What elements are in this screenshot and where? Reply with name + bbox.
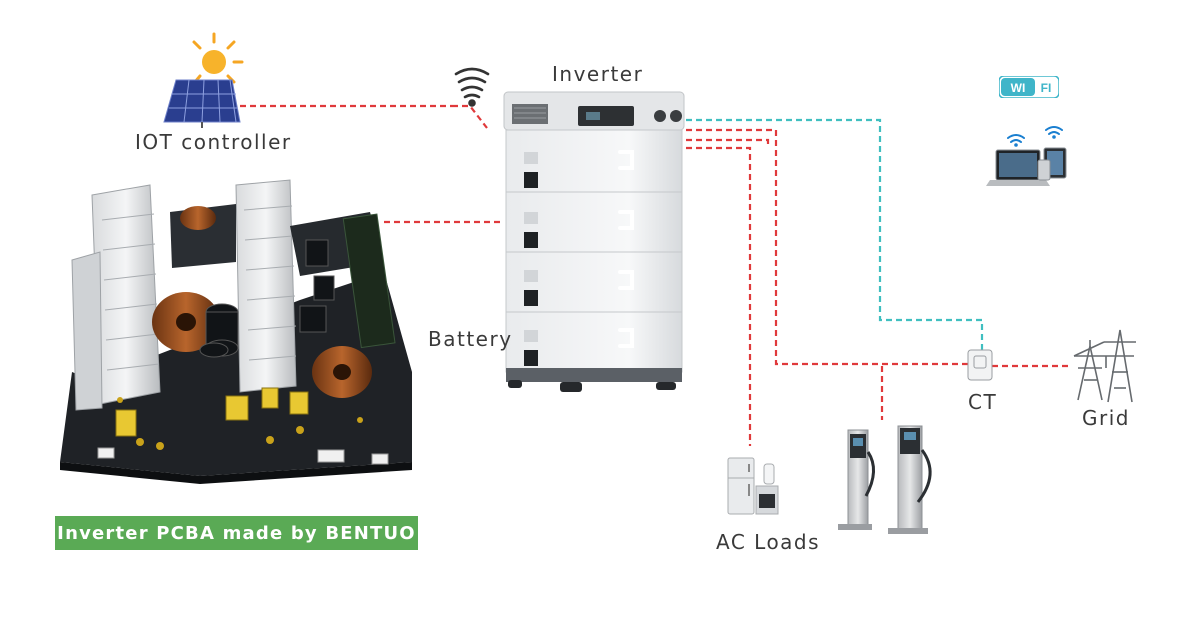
ac-loads-appliances-icon [727,457,779,515]
line-wireless-to-inverter [452,104,488,129]
ev-charger-icon [838,425,932,534]
line-inverter-to-evchargers [686,138,884,420]
pcba-badge: Inverter PCBA made by BENTUO [55,516,418,550]
wifi-logo-right: FI [1041,81,1052,95]
grid-tower-icon [1073,329,1136,403]
data-line-inverter-to-ct [686,118,984,350]
ac-loads-label: AC Loads [716,530,821,554]
inverter-label: Inverter [552,62,644,86]
line-inverter-to-acloads [686,146,752,446]
laptop-tablet-icon [986,126,1067,186]
wireless-signal-icon [454,67,490,107]
pcba-board-image [60,179,412,484]
wifi-logo-icon: WI FI [999,76,1059,98]
ct-clamp-icon [967,349,993,381]
solar-panel-icon [163,32,244,128]
battery-label: Battery [428,327,513,351]
iot-controller-label: IOT controller [135,130,292,154]
grid-label: Grid [1082,406,1130,430]
pcba-badge-text: Inverter PCBA made by BENTUO [57,522,416,544]
inverter-battery-cabinet-image [503,91,685,392]
wifi-logo-left: WI [1011,81,1026,95]
power-lines [240,104,1070,446]
line-inverter-to-grid-a [686,128,968,366]
ct-label: CT [968,390,998,414]
